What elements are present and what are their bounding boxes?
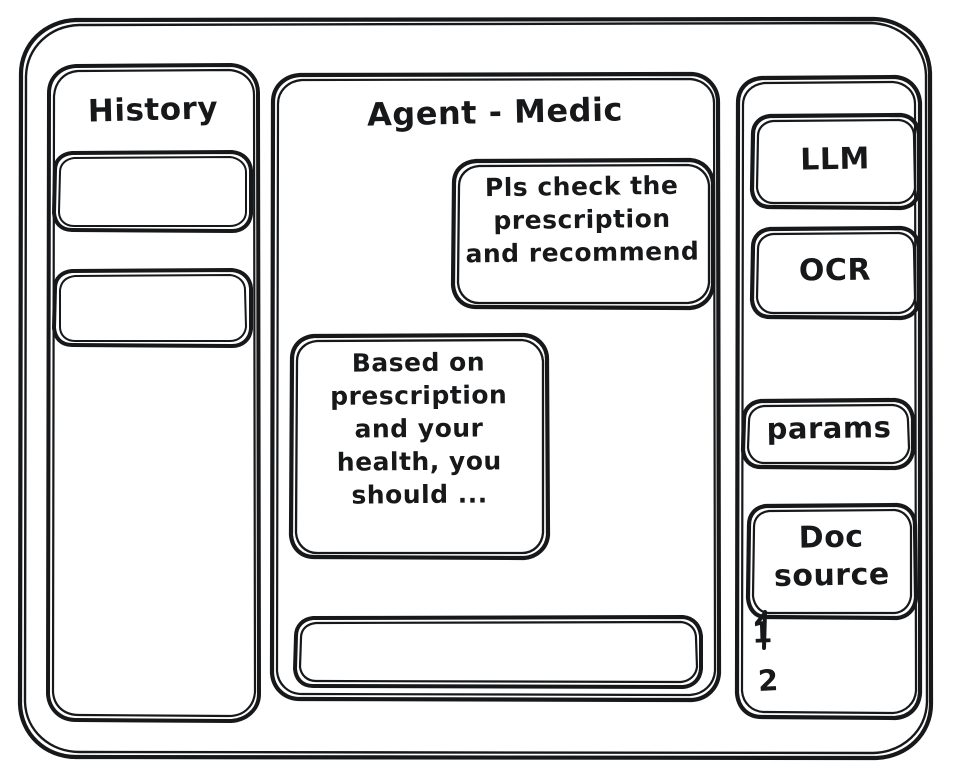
tool-card-doc-source-label: Doc source [773, 519, 890, 595]
history-item-2[interactable] [54, 270, 251, 346]
tool-card-llm-label: LLM [799, 141, 871, 178]
doc-source-item-2[interactable]: 2 [757, 662, 780, 699]
user-message-text: Pls check the prescription and recommend [465, 170, 700, 269]
assistant-message-text: Based on prescription and your health, y… [329, 347, 508, 510]
tool-card-ocr-label: OCR [798, 252, 872, 289]
history-panel-title: History [87, 90, 219, 130]
doc-source-item-1[interactable]: 1 [751, 614, 774, 650]
tool-card-params-label: params [766, 410, 892, 446]
message-input[interactable] [295, 617, 701, 687]
history-item-1[interactable] [54, 152, 251, 231]
